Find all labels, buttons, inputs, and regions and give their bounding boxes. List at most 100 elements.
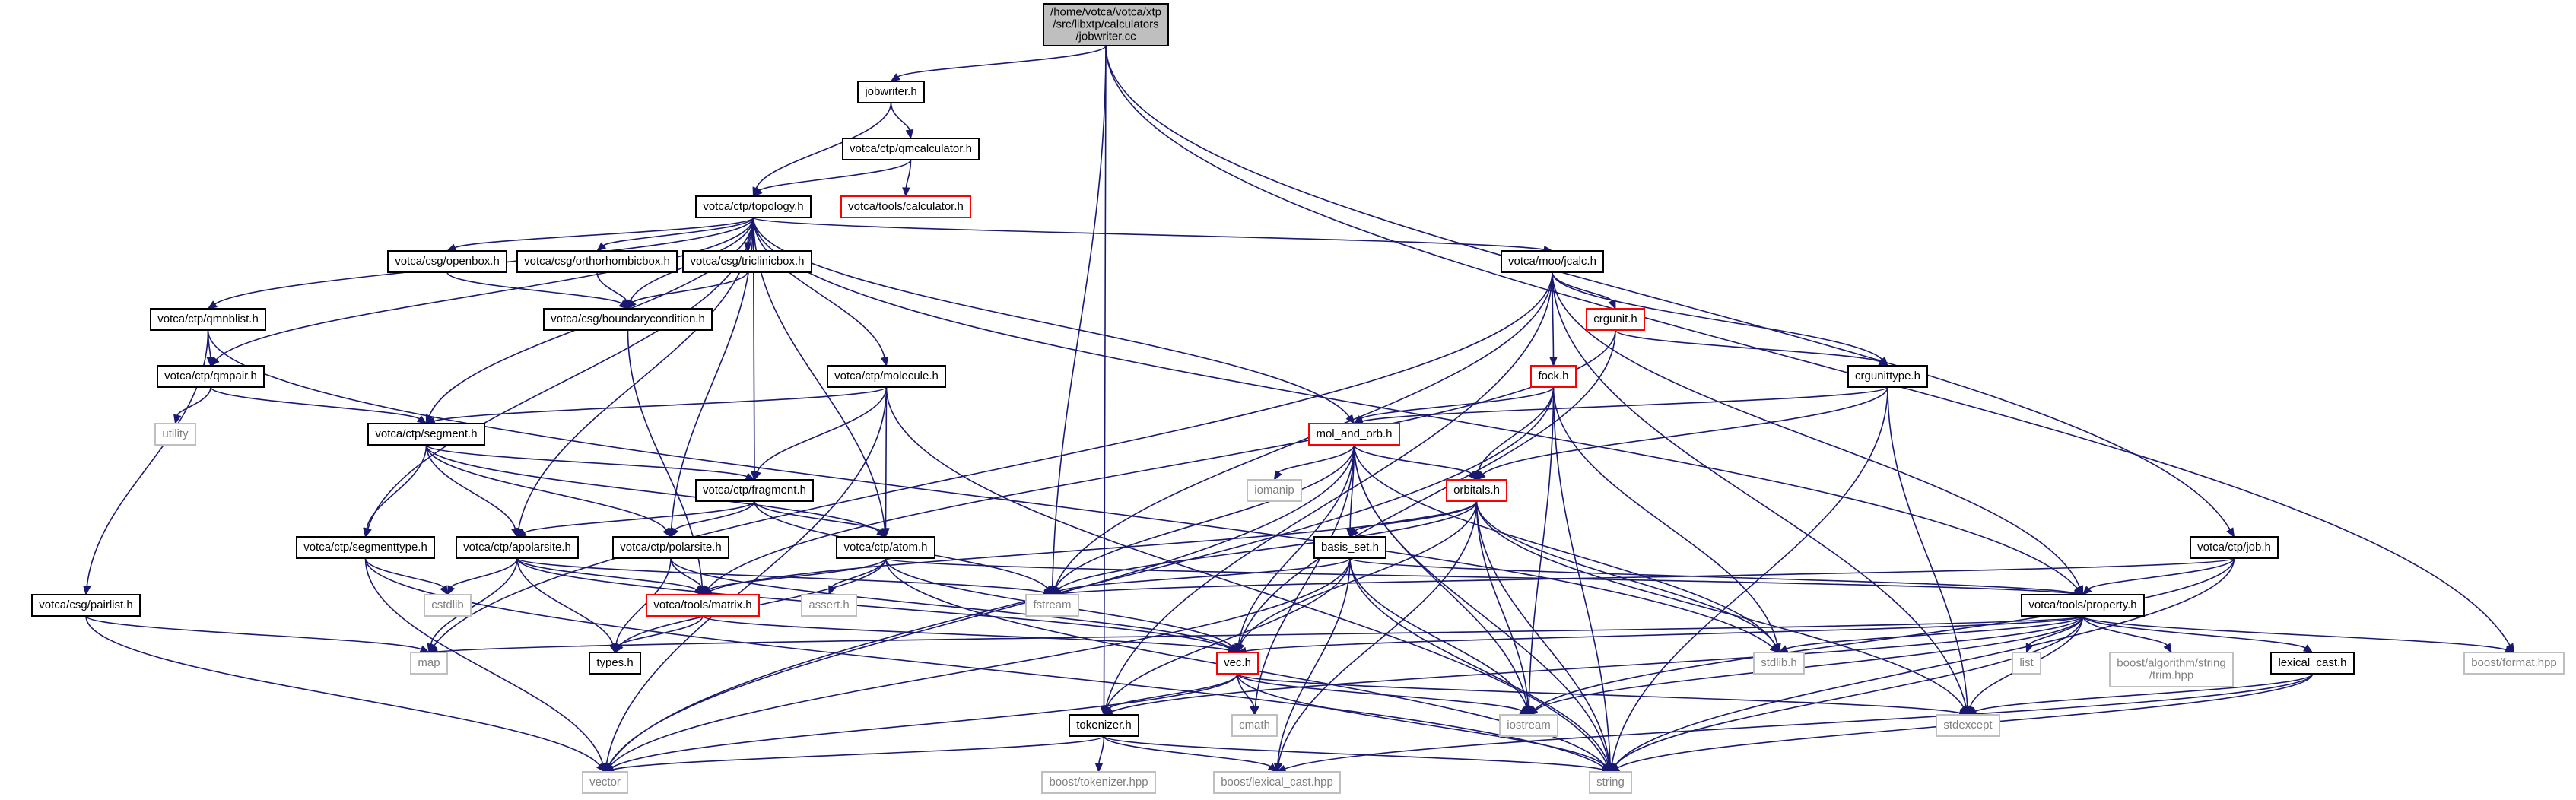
node-jobwriter-h[interactable]: jobwriter.h bbox=[857, 81, 925, 103]
edge-line bbox=[1349, 557, 1609, 764]
edge-arrowhead bbox=[207, 300, 218, 310]
edge-jcalc-h-to-property-h bbox=[1552, 271, 2084, 596]
edge-line bbox=[619, 557, 887, 646]
edge-arrowhead bbox=[753, 470, 761, 481]
edge-line bbox=[2082, 615, 2168, 646]
node-label: votca/csg/boundarycondition.h bbox=[551, 313, 705, 325]
node-crgunit-h[interactable]: crgunit.h bbox=[1586, 308, 1645, 331]
edge-line bbox=[1353, 444, 1776, 646]
edge-line bbox=[1360, 386, 1555, 420]
node-openbox-h[interactable]: votca/csg/openbox.h bbox=[387, 250, 507, 273]
edge-property-h-to-trim-hpp bbox=[2082, 615, 2172, 654]
node-fragment-h[interactable]: votca/ctp/fragment.h bbox=[695, 479, 814, 502]
node-tools-calculator-h[interactable]: votca/tools/calculator.h bbox=[840, 195, 971, 218]
node-qmnblist-h[interactable]: votca/ctp/qmnblist.h bbox=[150, 308, 266, 331]
edge-arrowhead bbox=[890, 73, 900, 82]
node-box bbox=[582, 771, 628, 794]
edge-line bbox=[1475, 500, 1776, 646]
node-box bbox=[836, 536, 935, 559]
edge-line bbox=[710, 500, 1478, 592]
node-boundarycondition-h[interactable]: votca/csg/boundarycondition.h bbox=[543, 308, 713, 331]
node-property-h[interactable]: votca/tools/property.h bbox=[2021, 594, 2145, 617]
node-root[interactable]: /home/votca/votca/xtp/src/libxtp/calcula… bbox=[1043, 3, 1169, 46]
node-box bbox=[2190, 536, 2279, 559]
node-label: /src/libxtp/calculators bbox=[1053, 17, 1158, 30]
node-topology-h[interactable]: votca/ctp/topology.h bbox=[695, 195, 812, 218]
node-polarsite-h[interactable]: votca/ctp/polarsite.h bbox=[612, 536, 729, 559]
edge-arrowhead bbox=[697, 585, 705, 596]
node-label: cstdlib bbox=[431, 598, 464, 611]
edge-arrowhead bbox=[440, 585, 449, 596]
edge-arrowhead bbox=[83, 585, 91, 596]
node-label: votca/tools/calculator.h bbox=[848, 200, 964, 213]
edge-segment-h-to-polarsite-h bbox=[425, 444, 672, 538]
edge-segmenttype-h-to-string bbox=[364, 557, 1612, 773]
edge-line bbox=[615, 557, 672, 645]
node-label: list bbox=[2019, 656, 2034, 669]
node-segmenttype-h[interactable]: votca/ctp/segmenttype.h bbox=[296, 536, 435, 559]
node-label: fock.h bbox=[1538, 370, 1568, 383]
node-atom-h[interactable]: votca/ctp/atom.h bbox=[836, 536, 935, 559]
edge-line bbox=[1245, 615, 2084, 652]
edge-line bbox=[1475, 500, 1529, 707]
node-box bbox=[1069, 714, 1139, 737]
edge-line bbox=[831, 557, 887, 588]
edge-line bbox=[1615, 329, 1881, 363]
edge-line bbox=[618, 615, 704, 646]
edge-line bbox=[1475, 500, 1610, 764]
edge-line bbox=[1111, 615, 2084, 713]
edge-line bbox=[596, 271, 627, 301]
node-qmcalculator-h[interactable]: votca/ctp/qmcalculator.h bbox=[842, 138, 980, 160]
node-orbitals-h[interactable]: orbitals.h bbox=[1446, 479, 1507, 502]
edge-pairlist-h-to-map bbox=[85, 615, 430, 653]
edge-arrowhead bbox=[1608, 299, 1616, 310]
node-jcalc-h[interactable]: votca/moo/jcalc.h bbox=[1501, 250, 1604, 273]
edge-line bbox=[454, 217, 754, 249]
edge-arrowhead bbox=[417, 415, 427, 424]
node-label: mol_and_orb.h bbox=[1316, 427, 1392, 440]
edge-arrowhead bbox=[1349, 527, 1359, 538]
node-qmpair-h[interactable]: votca/ctp/qmpair.h bbox=[157, 365, 265, 388]
node-triclinicbox-h[interactable]: votca/csg/triclinicbox.h bbox=[682, 250, 812, 273]
node-orthorhombicbox-h[interactable]: votca/csg/orthorhombicbox.h bbox=[516, 250, 678, 273]
edge-line bbox=[1278, 444, 1355, 474]
node-label: basis_set.h bbox=[1321, 541, 1379, 554]
edge-arrowhead bbox=[662, 527, 672, 538]
edge-line bbox=[1482, 386, 1888, 475]
node-basis-set-h[interactable]: basis_set.h bbox=[1313, 536, 1386, 559]
edge-line bbox=[176, 386, 211, 416]
node-lexical-cast-h[interactable]: lexical_cast.h bbox=[2270, 652, 2355, 675]
node-crgunittype-h[interactable]: crgunittype.h bbox=[1847, 365, 1928, 388]
edge-line bbox=[425, 444, 516, 529]
edge-arrowhead bbox=[511, 527, 519, 538]
edge-line bbox=[207, 329, 1774, 648]
edge-property-h-to-lexical-cast-h bbox=[2082, 615, 2314, 653]
node-label: votca/csg/orthorhombicbox.h bbox=[524, 255, 670, 268]
node-label: lexical_cast.h bbox=[2278, 656, 2346, 669]
node-box bbox=[31, 594, 141, 617]
node-job-h[interactable]: votca/ctp/job.h bbox=[2190, 536, 2279, 559]
node-types-h[interactable]: types.h bbox=[589, 652, 641, 675]
node-matrix-h[interactable]: votca/tools/matrix.h bbox=[646, 594, 760, 617]
edge-vec-h-to-iostream bbox=[1237, 673, 1530, 716]
node-apolarsite-h[interactable]: votca/ctp/apolarsite.h bbox=[456, 536, 579, 559]
node-molecule-h[interactable]: votca/ctp/molecule.h bbox=[827, 365, 946, 388]
node-fock-h[interactable]: fock.h bbox=[1530, 365, 1577, 388]
node-label: string bbox=[1596, 776, 1625, 789]
edge-line bbox=[1103, 735, 1272, 767]
node-pairlist-h[interactable]: votca/csg/pairlist.h bbox=[31, 594, 141, 617]
edge-property-h-to-vec-h bbox=[1236, 615, 2084, 656]
node-vec-h[interactable]: vec.h bbox=[1216, 652, 1259, 675]
node-segment-h[interactable]: votca/ctp/segment.h bbox=[367, 423, 485, 446]
edge-line bbox=[756, 386, 888, 472]
node-box bbox=[1530, 365, 1577, 388]
node-box bbox=[456, 536, 579, 559]
edge-qmpair-h-to-segment-h bbox=[210, 386, 427, 424]
node-tokenizer-h[interactable]: tokenizer.h bbox=[1069, 714, 1139, 737]
node-cmath: cmath bbox=[1231, 714, 1278, 737]
node-mol-and-orb-h[interactable]: mol_and_orb.h bbox=[1308, 423, 1400, 446]
edge-arrowhead bbox=[1267, 763, 1278, 773]
edge-line bbox=[1105, 45, 2231, 530]
edge-arrowhead bbox=[752, 187, 763, 197]
